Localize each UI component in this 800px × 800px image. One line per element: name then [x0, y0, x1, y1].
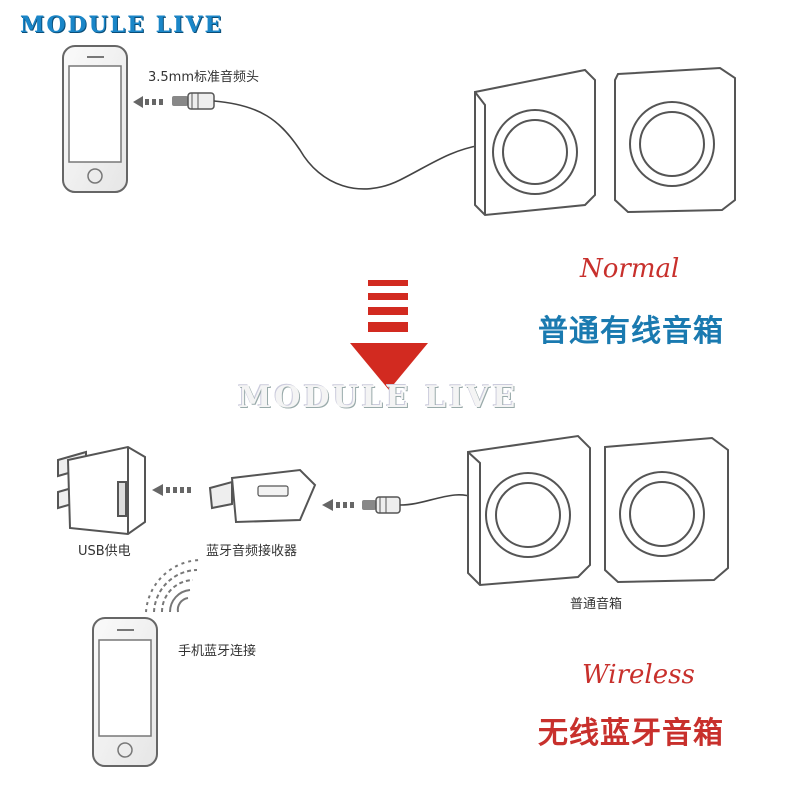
bluetooth-receiver-icon: [208, 468, 317, 524]
receiver-label: 蓝牙音频接收器: [206, 544, 298, 559]
usb-power-label: USB供电: [78, 544, 131, 559]
wireless-title-cn: 无线蓝牙音箱: [538, 716, 724, 751]
normal-title-en: Normal: [580, 254, 680, 284]
speaker-icon-top-left: [474, 68, 596, 217]
arrow-left-icon-charger: [152, 484, 191, 496]
brand-logo-text: MODULE LIVE: [20, 12, 224, 38]
phone-icon-bottom: [92, 617, 158, 767]
watermark-text: MODULE LIVE: [238, 380, 519, 415]
plug-label: 3.5mm标准音频头: [148, 70, 260, 85]
phone-icon-top: [62, 45, 128, 193]
arrow-left-icon-top: [133, 96, 163, 108]
audio-plug-icon-bottom: [362, 496, 401, 514]
audio-cable-top: [213, 100, 483, 190]
wireless-title-en: Wireless: [582, 660, 695, 690]
audio-plug-icon-top: [172, 92, 215, 110]
phone-bluetooth-label: 手机蓝牙连接: [178, 644, 257, 659]
speaker-icon-bottom-right: [604, 436, 729, 584]
speaker-icon-top-right: [614, 66, 736, 214]
speaker-label: 普通音箱: [570, 597, 623, 612]
wireless-signal-icon: [145, 558, 203, 613]
speaker-icon-bottom-left: [467, 434, 591, 587]
normal-title-cn: 普通有线音箱: [538, 314, 724, 349]
arrow-left-icon-receiver: [322, 499, 354, 511]
usb-charger-icon: [57, 445, 146, 536]
down-arrow-icon: [350, 280, 428, 390]
